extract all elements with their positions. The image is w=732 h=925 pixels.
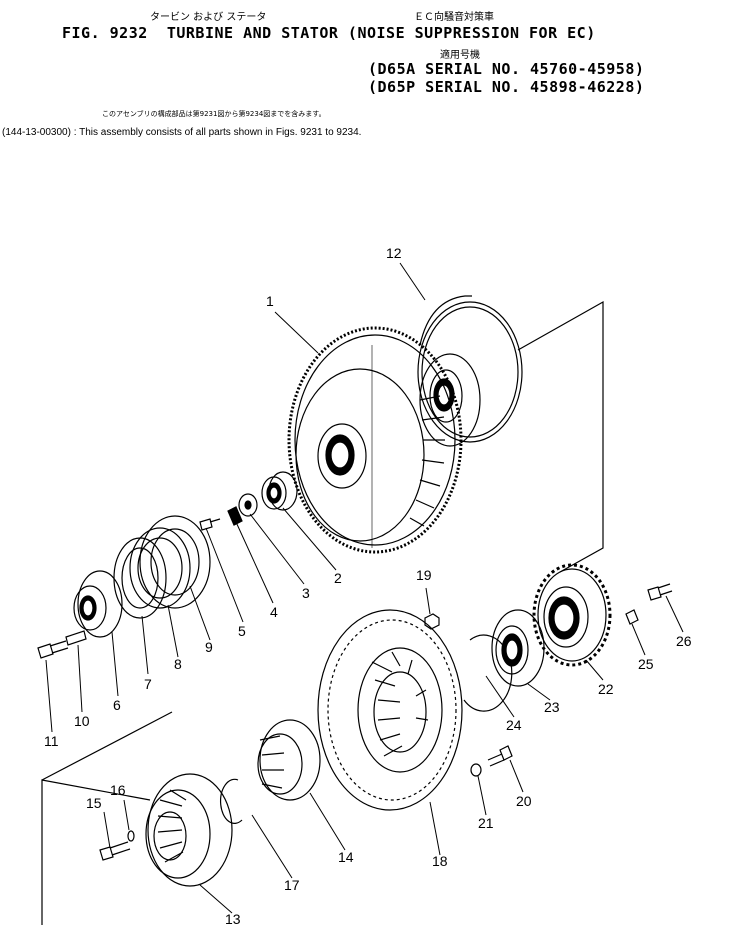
- callout-2: 2: [334, 570, 342, 586]
- part-11-bolt: [37, 640, 69, 659]
- callout-26: 26: [676, 633, 692, 649]
- callout-18: 18: [432, 853, 448, 869]
- part-17-snap-ring: [220, 778, 243, 824]
- part-5-bolt: [199, 518, 221, 531]
- part-22-gear: [532, 563, 612, 667]
- serial-range-d65p: (D65P SERIAL NO. 45898-46228): [368, 78, 645, 96]
- applicable-models-label: 適用号機: [440, 50, 480, 61]
- part-8-ring: [129, 527, 191, 609]
- callout-3: 3: [302, 585, 310, 601]
- callout-6: 6: [113, 697, 121, 713]
- part-1-turbine: [287, 326, 463, 554]
- callout-4: 4: [270, 604, 278, 620]
- part-12-disc: [417, 295, 604, 573]
- callout-14: 14: [338, 849, 354, 865]
- callout-21: 21: [478, 815, 494, 831]
- part-18-stator: [317, 609, 463, 811]
- callout-11: 11: [44, 733, 59, 749]
- part-6-hub: [73, 570, 123, 638]
- part-9-flange: [139, 515, 211, 609]
- callout-17: 17: [284, 877, 300, 893]
- part-21-washer: [470, 763, 482, 777]
- title-japanese-suffix: ＥＣ向騒音対策車: [414, 12, 494, 23]
- part-14-hub: [257, 719, 321, 801]
- part-4-lock-plate: [227, 506, 243, 526]
- serial-range-d65a: (D65A SERIAL NO. 45760-45958): [368, 60, 645, 78]
- callout-22: 22: [598, 681, 614, 697]
- callout-15: 15: [86, 795, 102, 811]
- leader-lines: [45, 262, 684, 914]
- callout-13: 13: [225, 911, 241, 925]
- part-13-stator-wheel: [41, 711, 233, 925]
- part-10-plate: [65, 630, 87, 646]
- part-26-bolt: [647, 583, 673, 601]
- callout-10: 10: [74, 713, 90, 729]
- callout-25: 25: [638, 656, 654, 672]
- callout-1: 1: [266, 293, 274, 309]
- assembly-note-japanese: このアセンブリの構成部品は第9231図から第9234図までを含みます。: [102, 110, 326, 118]
- callout-9: 9: [205, 639, 213, 655]
- part-23-bearing: [491, 609, 545, 687]
- part-3-washer: [238, 493, 258, 517]
- part-2-bearing: [261, 471, 298, 511]
- callout-23: 23: [544, 699, 560, 715]
- callout-19: 19: [416, 567, 432, 583]
- callout-12: 12: [386, 245, 402, 261]
- part-20-bolt: [487, 745, 513, 767]
- assembly-note: (144-13-00300) : This assembly consists …: [2, 127, 362, 138]
- part-24-snap-ring: [463, 634, 513, 712]
- callout-20: 20: [516, 793, 532, 809]
- callout-24: 24: [506, 717, 522, 733]
- callout-8: 8: [174, 656, 182, 672]
- part-15-bolt: [99, 841, 131, 861]
- part-16-washer: [127, 830, 135, 842]
- part-25-lock-plate: [625, 609, 639, 625]
- callout-5: 5: [238, 623, 246, 639]
- part-19-nut: [424, 613, 440, 630]
- callout-16: 16: [110, 782, 126, 798]
- title-japanese: タービン および ステータ: [150, 12, 267, 23]
- callout-7: 7: [144, 676, 152, 692]
- figure-title: FIG. 9232 TURBINE AND STATOR (NOISE SUPP…: [62, 24, 596, 42]
- callout-numbers: 1 2 3 4 5 6 7 8 9 10 11 12 13 14 15 16 1…: [44, 245, 692, 925]
